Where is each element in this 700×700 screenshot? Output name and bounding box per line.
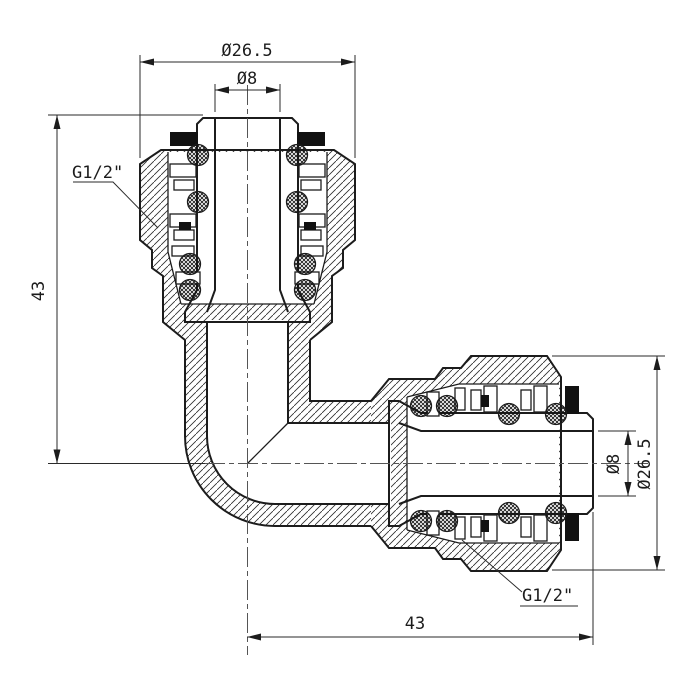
elbow-corner-hatch <box>288 340 371 423</box>
top-seal-left <box>565 386 579 414</box>
dim-top-od-label: Ø26.5 <box>221 41 272 61</box>
top-seal-left <box>170 132 198 146</box>
top-seal-right <box>565 513 579 541</box>
dim-top-bore-label: Ø8 <box>237 69 257 89</box>
elbow-outer-wall <box>184 340 371 527</box>
leader-top-thread <box>73 181 159 229</box>
o-rings <box>409 394 568 533</box>
elbow-body <box>184 340 371 527</box>
sleeve <box>184 117 311 323</box>
nut-cavity-walls <box>167 152 328 305</box>
dim-arrows <box>53 58 661 641</box>
elbow-inner-wall <box>206 340 371 505</box>
sleeve-bore-lines <box>206 118 289 341</box>
dim-right-od-label: Ø26.5 <box>635 438 655 489</box>
mid-seal-left <box>179 222 191 230</box>
dim-right-bore-label: Ø8 <box>604 454 624 474</box>
fitting-section <box>139 117 594 572</box>
dim-left-height-label: 43 <box>29 281 49 301</box>
sleeve-bore-lines <box>370 422 593 505</box>
leader-bottom-thread <box>461 539 578 607</box>
bore-intersection-edge <box>247 422 289 464</box>
mid-seal-left <box>481 395 489 407</box>
mid-seal-right <box>481 520 489 532</box>
sleeve <box>388 400 594 527</box>
ext-lines <box>48 55 665 645</box>
dimensions: Ø26.5 Ø8 43 Ø8 Ø26.5 43 G1/2" G1/2" <box>29 41 665 645</box>
nut-body-outline <box>139 149 356 341</box>
thread-bottom-label: G1/2" <box>522 586 573 606</box>
thread-top-label: G1/2" <box>72 163 123 183</box>
dim-bottom-length-label: 43 <box>405 614 425 634</box>
port-assembly-right <box>370 355 594 572</box>
elbow-outer-band-hatch <box>185 340 371 526</box>
top-seal-right <box>297 132 325 146</box>
mid-seal-right <box>304 222 316 230</box>
o-rings <box>178 143 317 302</box>
